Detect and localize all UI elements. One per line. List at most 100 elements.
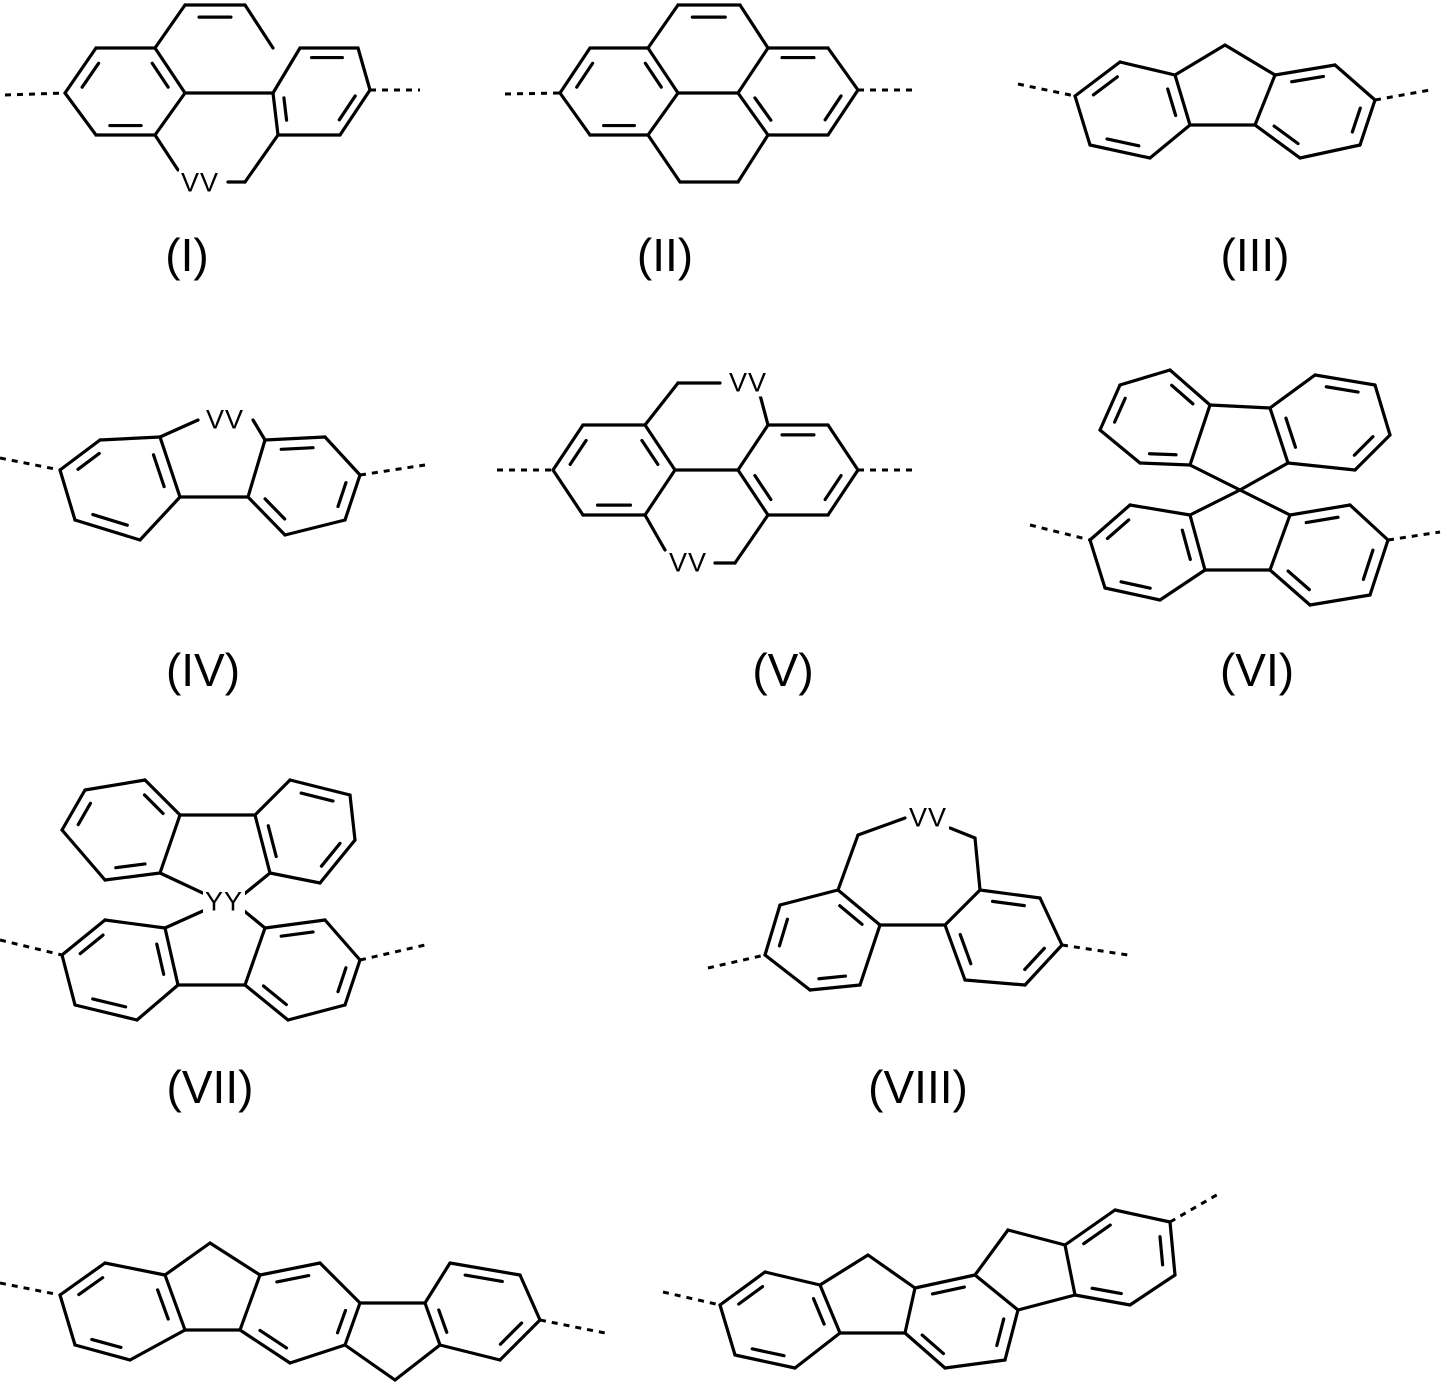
dashed-attachment-bond — [0, 940, 62, 955]
double-bond-inner-line — [1363, 550, 1373, 579]
bond-line — [345, 960, 360, 1005]
label-structure-II: (II) — [637, 228, 693, 282]
double-bond-inner-line — [819, 976, 846, 979]
double-bond-inner-line — [814, 1299, 825, 1324]
dashed-attachment-bond — [5, 93, 65, 95]
double-bond-inner-line — [78, 803, 90, 824]
double-bond-inner-line — [116, 864, 145, 868]
bond-line — [273, 93, 278, 135]
double-bond-inner-line — [92, 1339, 121, 1347]
bond-line — [210, 1243, 260, 1275]
bond-line — [1100, 430, 1140, 463]
dashed-attachment-bond — [1375, 90, 1430, 100]
bond-line — [260, 1263, 320, 1275]
atom-label-yy-VII: YY — [203, 889, 245, 916]
bond-line — [735, 515, 768, 563]
bond-line — [975, 1230, 1008, 1275]
bond-line — [1270, 408, 1288, 463]
double-bond-inner-line — [1182, 530, 1190, 559]
bond-line — [735, 1355, 795, 1368]
bond-line — [62, 955, 75, 1005]
double-bond-inner-line — [752, 1349, 784, 1356]
bond-line — [288, 1005, 345, 1020]
bond-line — [1065, 1245, 1075, 1295]
double-bond-inner-line — [755, 476, 771, 500]
bond-line — [648, 5, 678, 48]
bond-line — [85, 780, 145, 790]
bond-line — [738, 48, 768, 93]
bond-line — [245, 5, 273, 48]
bond-line — [1190, 490, 1240, 515]
double-bond-inner-line — [1354, 437, 1373, 456]
bond-line — [320, 1263, 360, 1303]
bond-line — [160, 873, 207, 895]
dashed-attachment-bond — [0, 458, 60, 470]
bond-line — [1290, 505, 1350, 515]
bond-line — [1140, 463, 1190, 465]
bond-line — [345, 1345, 395, 1380]
dashed-attachment-bond — [663, 1292, 720, 1305]
label-structure-V: (V) — [752, 643, 813, 697]
bond-line — [858, 818, 905, 835]
bond-line — [975, 1275, 1018, 1310]
bond-line — [75, 1005, 137, 1020]
bond-line — [1175, 75, 1190, 125]
bond-line — [160, 420, 198, 437]
bond-line — [1120, 370, 1170, 385]
bond-line — [155, 93, 185, 135]
bond-line — [1370, 540, 1388, 595]
bond-line — [1270, 570, 1310, 605]
bond-line — [60, 440, 100, 470]
atom-label-vv-I: VV — [179, 170, 221, 197]
double-bond-inner-line — [277, 1276, 309, 1282]
bond-line — [165, 928, 178, 985]
bond-line — [1360, 100, 1375, 145]
double-bond-inner-line — [465, 1275, 502, 1281]
double-bond-inner-line — [338, 483, 346, 507]
bond-line — [62, 830, 105, 880]
bond-line — [1105, 588, 1160, 600]
bond-line — [240, 1275, 260, 1330]
bond-line — [1240, 490, 1290, 515]
bond-line — [243, 873, 270, 895]
bond-line — [1275, 65, 1335, 75]
bond-line — [1018, 1295, 1075, 1310]
bond-line — [1090, 540, 1105, 588]
bond-line — [325, 437, 360, 475]
double-bond-inner-line — [932, 1287, 964, 1294]
bond-line — [740, 5, 768, 48]
bond-line — [105, 920, 165, 928]
bond-line — [553, 470, 583, 515]
bond-line — [1175, 45, 1225, 75]
bond-line — [1090, 145, 1150, 158]
bond-line — [838, 835, 858, 890]
bond-line — [1315, 375, 1375, 385]
bond-line — [868, 1255, 915, 1288]
bond-line — [1270, 375, 1315, 408]
double-bond-inner-line — [570, 441, 586, 465]
bond-line — [440, 1345, 500, 1360]
bond-line — [1150, 125, 1190, 158]
bond-line — [255, 815, 270, 873]
bond-line — [1190, 515, 1205, 570]
dashed-attachment-bond — [360, 945, 425, 960]
bond-line — [75, 520, 140, 540]
bond-line — [1100, 385, 1120, 430]
bond-line — [648, 135, 680, 182]
bond-line — [140, 497, 180, 540]
bond-line — [255, 780, 290, 815]
bond-line — [1225, 45, 1275, 75]
dashed-attachment-bond — [540, 1320, 605, 1333]
bond-line — [165, 1275, 185, 1330]
bond-line — [553, 425, 583, 470]
bond-line — [520, 1275, 540, 1320]
bond-line — [760, 395, 768, 425]
bond-line — [395, 1345, 440, 1380]
bond-line — [810, 985, 860, 990]
dashed-attachment-bond — [360, 465, 425, 475]
label-structure-I: (I) — [165, 228, 208, 282]
double-bond-inner-line — [1286, 418, 1296, 447]
bond-line — [560, 48, 590, 93]
bond-line — [648, 48, 678, 93]
bond-line — [1255, 75, 1275, 125]
